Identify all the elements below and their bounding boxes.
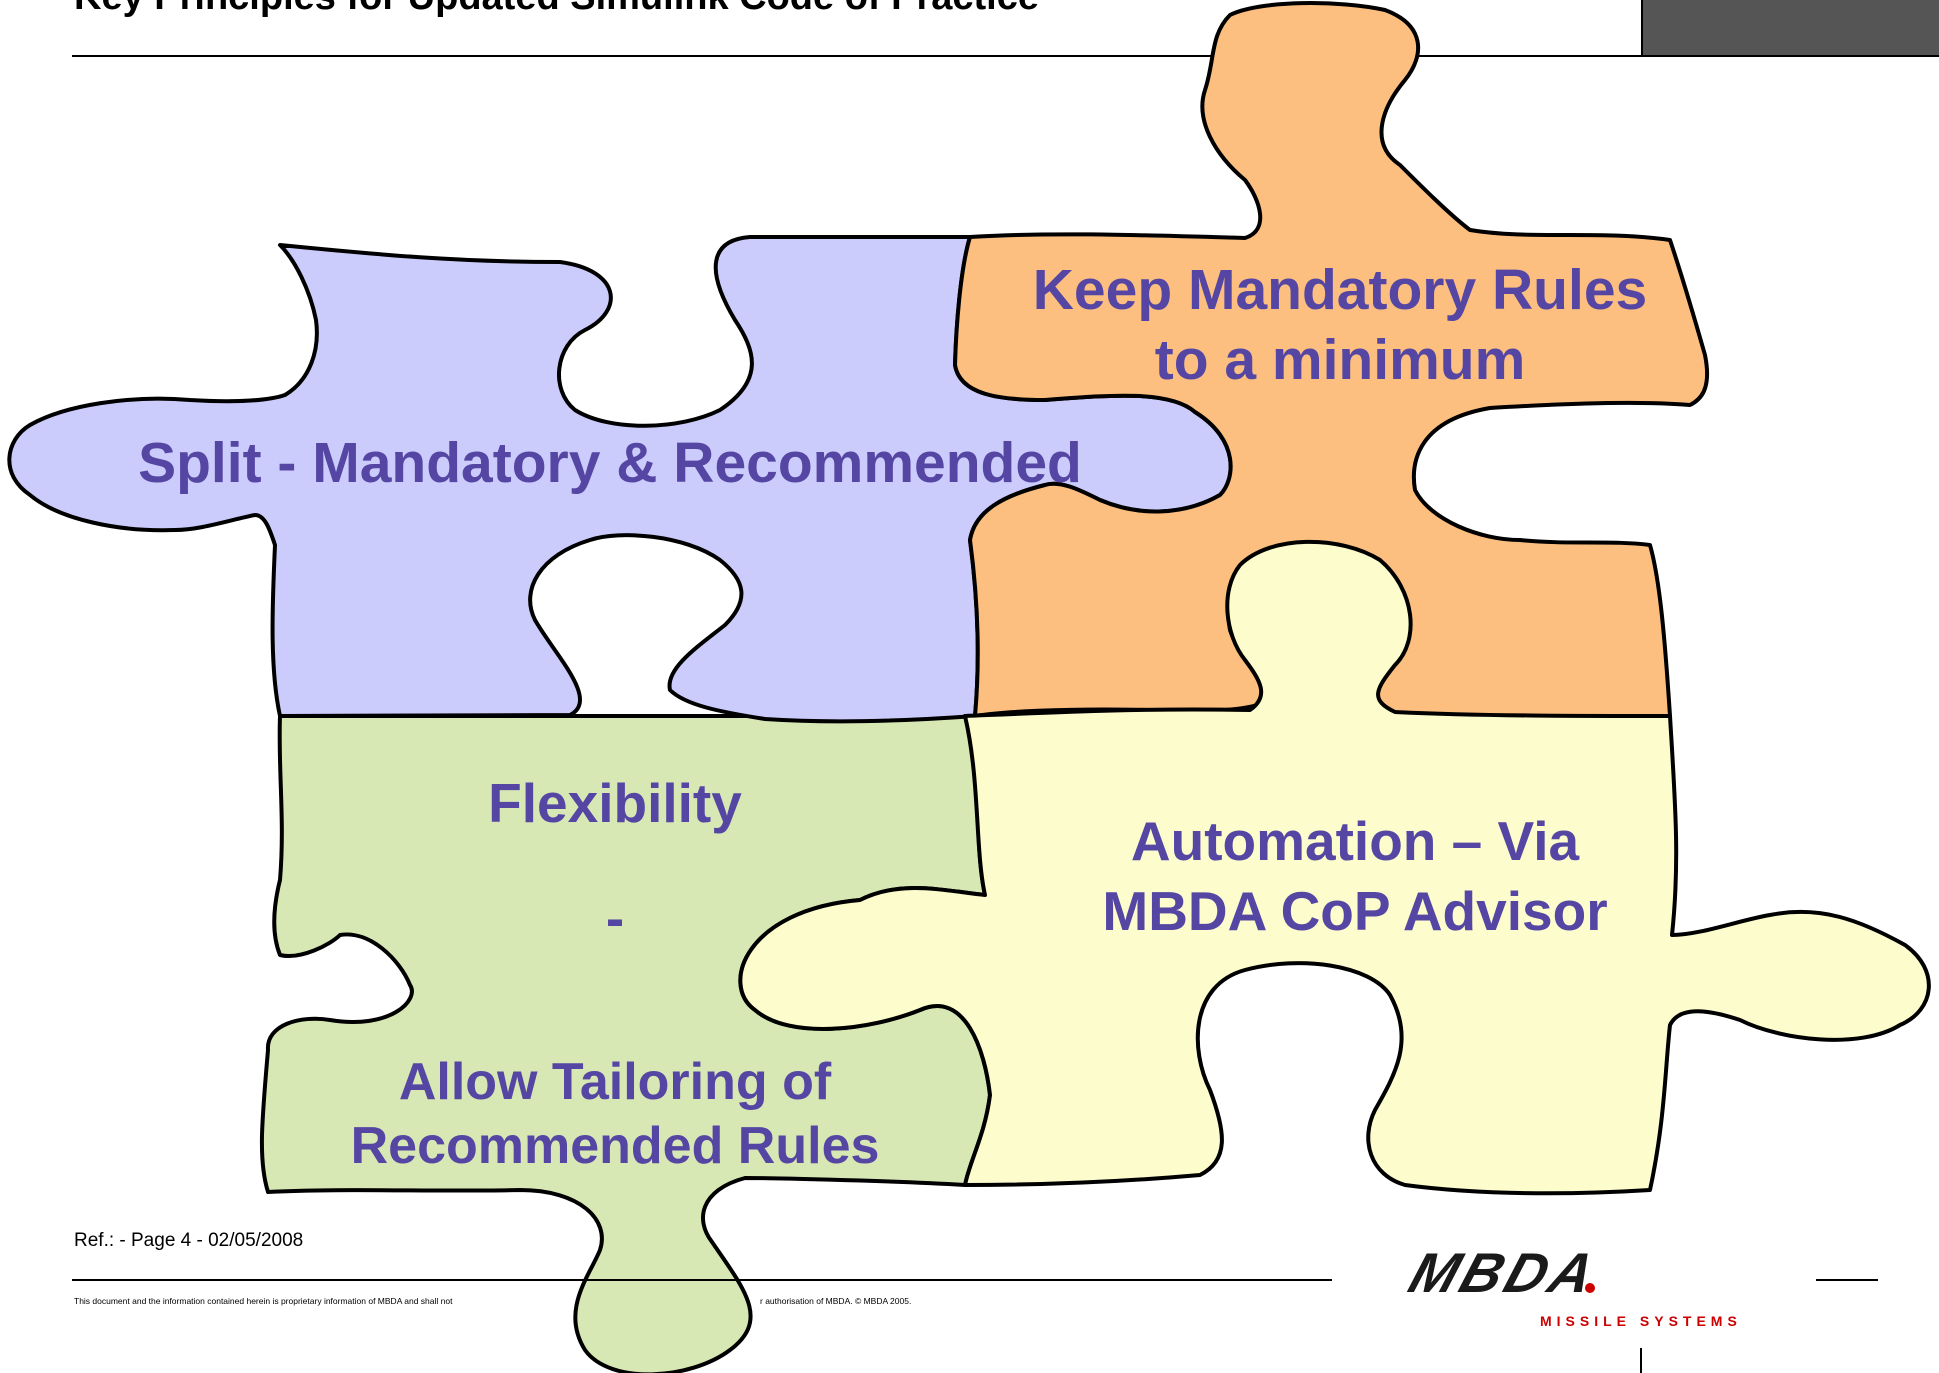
piece-text-line: Split - Mandatory & Recommended: [138, 431, 1082, 495]
puzzle-piece-top-right: [953, 1, 1710, 730]
piece-text-line: MBDA CoP Advisor: [1102, 880, 1608, 942]
piece-dash: -: [605, 887, 625, 949]
logo-wordmark: MBDA: [1402, 1242, 1606, 1304]
piece-text-line: to a minimum: [1154, 328, 1526, 392]
footer-vertical-rule: [1640, 1348, 1642, 1373]
piece-text-flexibility: Flexibility: [330, 770, 900, 836]
piece-text-split: Split - Mandatory & Recommended: [80, 430, 1140, 496]
piece-heading: Flexibility: [488, 772, 742, 834]
footer-disclaimer-left: This document and the information contai…: [74, 1296, 453, 1306]
logo-tagline: MISSILE SYSTEMS: [1540, 1313, 1742, 1329]
logo-accent-dot: [1585, 1283, 1595, 1293]
piece-text-tailoring: Allow Tailoring of Recommended Rules: [300, 1050, 930, 1178]
footer-reference: Ref.: - Page 4 - 02/05/2008: [74, 1230, 304, 1251]
corner-block: [1641, 0, 1939, 57]
piece-text-line: Keep Mandatory Rules: [1032, 258, 1648, 322]
mbda-logo: MBDA MISSILE SYSTEMS: [1390, 1242, 1760, 1332]
footer-rule-right: [1816, 1279, 1878, 1281]
piece-text-line: Allow Tailoring of: [398, 1053, 832, 1111]
footer-disclaimer-right: r authorisation of MBDA. © MBDA 2005.: [760, 1296, 912, 1306]
piece-text-line: Recommended Rules: [350, 1117, 880, 1175]
mbda-logo-icon: MBDA MISSILE SYSTEMS: [1402, 1242, 1742, 1329]
title-underline: [72, 55, 1642, 57]
slide-title: Key Principles for Updated Simulink Code…: [74, 0, 1039, 19]
footer-rule-left: [72, 1279, 1332, 1281]
piece-text-automation: Automation – Via MBDA CoP Advisor: [1030, 806, 1680, 946]
puzzle-piece-top-left: [7, 235, 1233, 724]
piece-text-mandatory-minimum: Keep Mandatory Rules to a minimum: [1000, 255, 1680, 395]
piece-text-line: Automation – Via: [1130, 810, 1580, 872]
puzzle-piece-bottom-right: [738, 539, 1931, 1196]
